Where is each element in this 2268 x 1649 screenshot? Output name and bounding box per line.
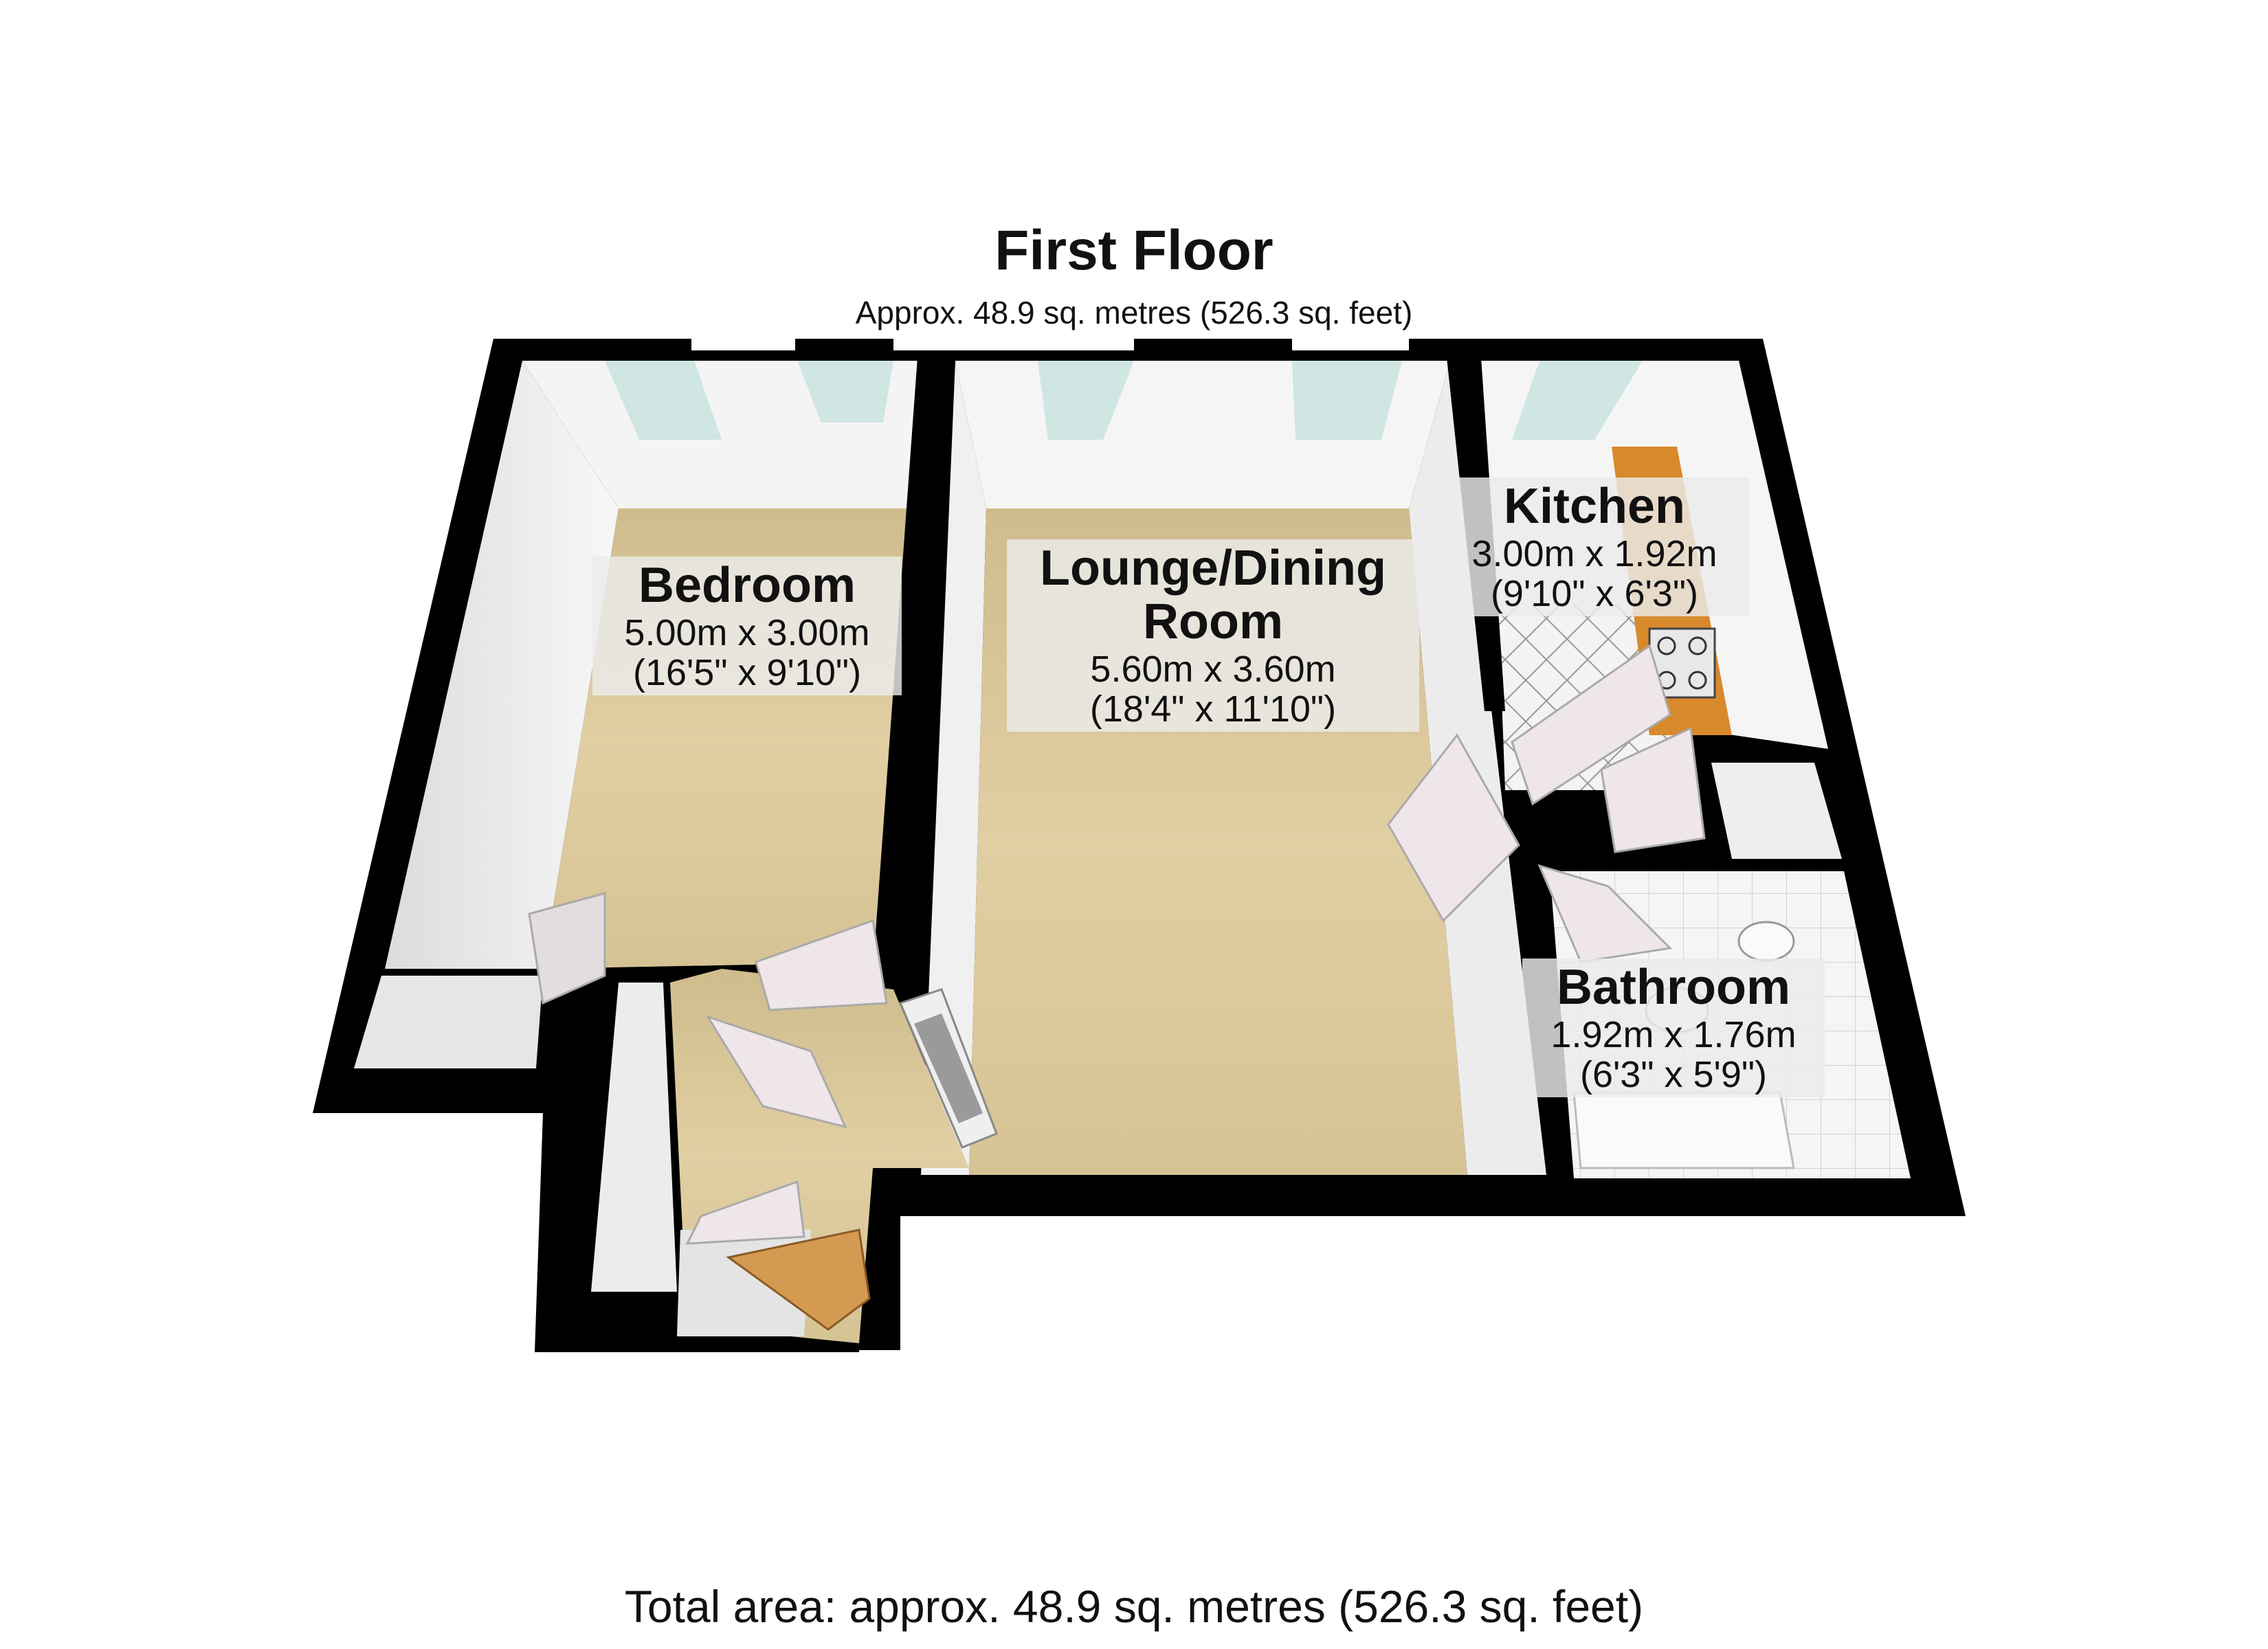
hall-door-1[interactable] <box>755 919 888 1011</box>
kitchen-label: Kitchen 3.00m x 1.92m (9'10" x 6'3") <box>1440 478 1749 617</box>
lounge-name-line1: Lounge/Dining <box>1040 541 1386 596</box>
lounge-metric: 5.60m x 3.60m <box>1090 648 1336 690</box>
lounge-door[interactable] <box>1387 733 1520 923</box>
hob-ring <box>1688 636 1707 655</box>
partition-cupboard-top <box>1711 752 1818 763</box>
total-area: Total area: approx. 48.9 sq. metres (526… <box>624 1581 1644 1632</box>
bedroom-metric: 5.00m x 3.00m <box>624 612 870 653</box>
hob-ring <box>1688 671 1707 690</box>
bedroom-label: Bedroom 5.00m x 3.00m (16'5" x 9'10") <box>592 557 902 696</box>
floor-area: Approx. 48.9 sq. metres (526.3 sq. feet) <box>855 295 1413 330</box>
lounge-window-2 <box>1292 361 1402 440</box>
lounge-hall-door-panel <box>914 1013 983 1123</box>
lounge-imperial: (18'4" x 11'10") <box>1089 688 1337 730</box>
front-door[interactable] <box>726 1229 871 1331</box>
bedroom-window-1 <box>605 361 722 440</box>
kitchen-door[interactable] <box>1511 644 1671 806</box>
lounge-window-1 <box>1038 361 1134 440</box>
bathroom-name: Bathroom <box>1557 960 1790 1015</box>
lounge-name-line2: Room <box>1143 594 1283 649</box>
bedroom-window-2 <box>797 361 893 423</box>
bath-tub <box>1572 1091 1795 1169</box>
hob-ring <box>1657 636 1676 655</box>
hall-cupboard-wall <box>591 983 677 1292</box>
bedroom-name: Bedroom <box>638 558 856 613</box>
lounge-label: Lounge/Dining Room 5.60m x 3.60m (18'4" … <box>1007 539 1419 732</box>
bathroom-door[interactable] <box>1537 864 1673 963</box>
floor-title: First Floor <box>994 219 1274 282</box>
cupboard-door[interactable] <box>1600 726 1706 853</box>
bedroom-wall-left <box>385 361 619 969</box>
bathroom-metric: 1.92m x 1.76m <box>1550 1013 1797 1055</box>
hall-door-3[interactable] <box>685 1180 805 1245</box>
partition-bedroom-lounge <box>871 357 955 989</box>
hall-door-2[interactable] <box>705 1015 847 1129</box>
kitchen-window <box>1512 361 1643 440</box>
washbasin <box>1737 921 1795 962</box>
kitchen-imperial: (9'10" x 6'3") <box>1490 573 1699 615</box>
bedroom-imperial: (16'5" x 9'10") <box>632 652 862 694</box>
bathroom-label: Bathroom 1.92m x 1.76m (6'3" x 5'9") <box>1522 958 1825 1098</box>
bathroom-imperial: (6'3" x 5'9") <box>1579 1054 1768 1096</box>
bedroom-door[interactable] <box>528 892 606 1005</box>
kitchen-name: Kitchen <box>1503 479 1686 534</box>
cupboard-floor <box>1711 763 1842 859</box>
kitchen-metric: 3.00m x 1.92m <box>1471 532 1717 574</box>
partition-bath-top <box>1698 859 1844 871</box>
lounge-wall-left <box>921 361 986 1175</box>
bedroom-lower-wall <box>354 976 543 1068</box>
